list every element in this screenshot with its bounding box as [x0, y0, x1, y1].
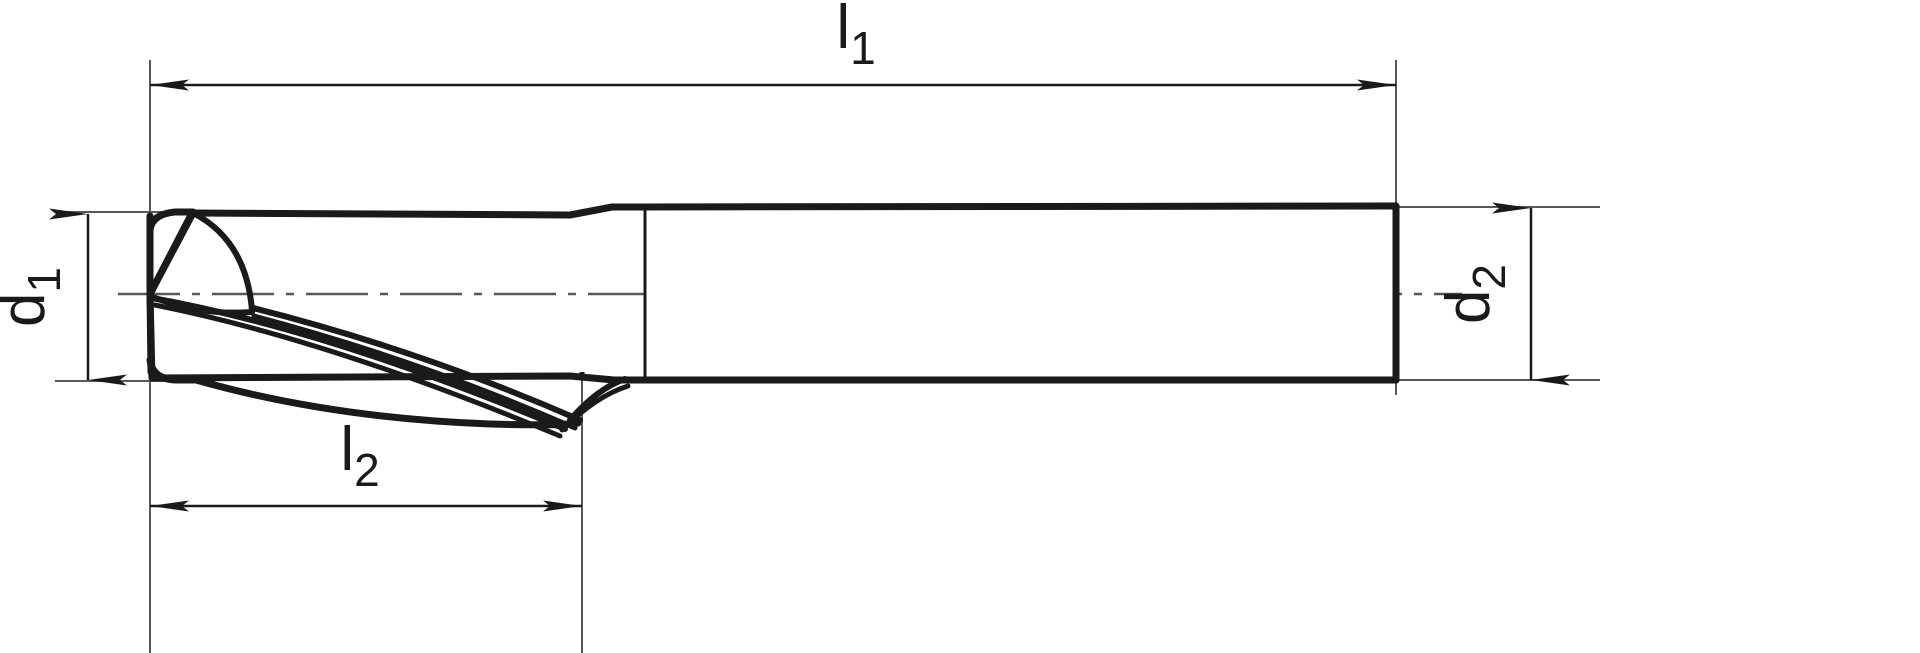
helix-exit-lower	[559, 383, 631, 433]
helix-edge-lower-a	[149, 295, 568, 432]
cutting-edge-tip-upper	[146, 209, 196, 298]
tip-corner-bottom	[146, 356, 200, 384]
tip-corner-top	[146, 208, 197, 234]
shank-fill	[645, 206, 1396, 380]
label-d2-base: d	[1434, 290, 1503, 324]
flute-gash-upper-arc	[190, 210, 255, 313]
label-d1-sub: 1	[18, 267, 70, 293]
helix-exit-upper	[567, 376, 628, 423]
helix-edge-upper-b	[251, 313, 578, 431]
dimension-label-d2: d2	[1434, 264, 1515, 324]
helix-edge-upper-a	[250, 305, 583, 423]
label-l1-base: l	[836, 0, 850, 62]
helix-edge-lower-b	[152, 302, 563, 439]
dimension-label-l1: l1	[836, 0, 875, 74]
flute-helix-detail	[146, 209, 631, 439]
flute-lower-flank	[192, 376, 582, 429]
dimension-l1: l1	[150, 0, 1396, 91]
dimension-label-d1: d1	[0, 267, 70, 327]
label-d2-sub: 2	[1463, 264, 1515, 290]
dimension-d1: d1	[0, 208, 127, 386]
dimension-d2: d2	[1434, 202, 1570, 386]
tool-body	[146, 202, 1400, 384]
dimension-label-l2: l2	[340, 415, 379, 496]
label-d1-base: d	[0, 293, 58, 327]
label-l2-sub: 2	[354, 444, 380, 496]
label-l2-base: l	[340, 415, 354, 484]
label-l1-sub: 1	[850, 22, 876, 74]
dimension-l2: l2	[150, 415, 582, 512]
